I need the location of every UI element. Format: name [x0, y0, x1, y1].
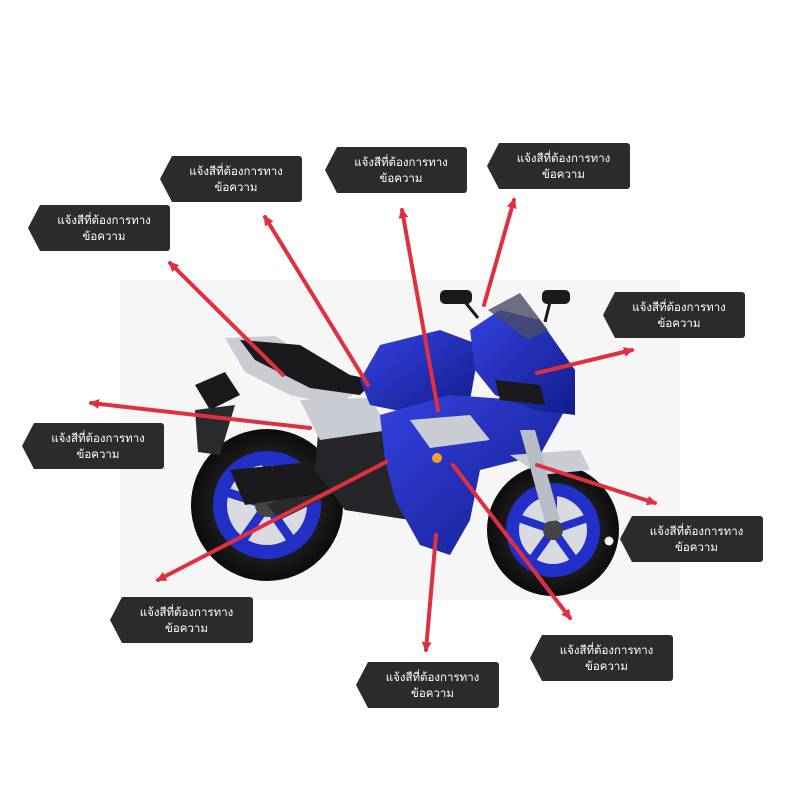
callout-10-line2: ข้อความ: [411, 686, 454, 700]
arrow-7: [535, 463, 657, 506]
arrow-3: [482, 198, 517, 307]
callout-5-line2: ข้อความ: [657, 316, 701, 330]
callout-5: แจ้งสีที่ต้องการทางข้อความ: [603, 292, 745, 338]
callout-9: แจ้งสีที่ต้องการทางข้อความ: [530, 635, 673, 681]
arrow-9: [451, 463, 572, 620]
callout-9-line1: แจ้งสีที่ต้องการทาง: [559, 643, 654, 657]
callout-8-line2: ข้อความ: [165, 621, 208, 635]
front-cowl: [470, 310, 575, 415]
arrow-10: [421, 533, 438, 652]
headlight: [495, 380, 545, 405]
callout-4: แจ้งสีที่ต้องการทางข้อความ: [28, 205, 170, 251]
callout-7: แจ้งสีที่ต้องการทางข้อความ: [620, 516, 763, 562]
arrow-6: [89, 398, 312, 430]
callout-6-line1: แจ้งสีที่ต้องการทาง: [51, 431, 145, 445]
callout-4-line1: แจ้งสีที่ต้องการทาง: [57, 213, 151, 227]
arrow-4: [168, 261, 285, 377]
turn-indicator: [432, 453, 442, 463]
callout-2: แจ้งสีที่ต้องการทางข้อความ: [325, 147, 467, 193]
arrow-8: [156, 460, 388, 582]
callout-2-line2: ข้อความ: [379, 171, 423, 185]
seat: [240, 340, 375, 395]
callout-2-line1: แจ้งสีที่ต้องการทาง: [354, 155, 448, 169]
front-fork: [520, 430, 560, 522]
callout-3: แจ้งสีที่ต้องการทางข้อความ: [487, 143, 630, 189]
callout-10-line1: แจ้งสีที่ต้องการทาง: [385, 670, 480, 684]
callout-3-line2: ข้อความ: [542, 167, 585, 181]
callout-7-line2: ข้อความ: [675, 540, 718, 554]
windscreen: [488, 293, 548, 340]
tail-light: [195, 372, 240, 410]
side-frame: [300, 398, 390, 440]
arrow-1: [263, 215, 370, 387]
mirror-right: [542, 290, 570, 323]
callout-1: แจ้งสีที่ต้องการทางข้อความ: [160, 156, 302, 202]
arrows: [89, 198, 657, 652]
callout-3-line1: แจ้งสีที่ต้องการทาง: [516, 151, 611, 165]
callout-9-line2: ข้อความ: [585, 659, 628, 673]
callout-6-line2: ข้อความ: [76, 447, 120, 461]
fuel-tank: [360, 330, 480, 415]
callout-5-line1: แจ้งสีที่ต้องการทาง: [632, 300, 726, 314]
arrow-2: [398, 208, 440, 412]
callout-8: แจ้งสีที่ต้องการทางข้อความ: [110, 597, 253, 643]
callout-4-line2: ข้อความ: [82, 229, 126, 243]
fairing-decal: [410, 415, 490, 448]
callout-6: แจ้งสีที่ต้องการทางข้อความ: [22, 423, 164, 469]
mirror-left: [440, 290, 480, 319]
front-wheel: [487, 464, 619, 596]
callout-1-line1: แจ้งสีที่ต้องการทาง: [189, 164, 283, 178]
callout-8-line1: แจ้งสีที่ต้องการทาง: [139, 605, 234, 619]
marker-dot: [604, 536, 614, 546]
callout-7-line1: แจ้งสีที่ต้องการทาง: [649, 524, 744, 538]
arrow-5: [535, 347, 634, 375]
callout-1-line2: ข้อความ: [214, 180, 258, 194]
callout-10: แจ้งสีที่ต้องการทางข้อความ: [356, 662, 499, 708]
